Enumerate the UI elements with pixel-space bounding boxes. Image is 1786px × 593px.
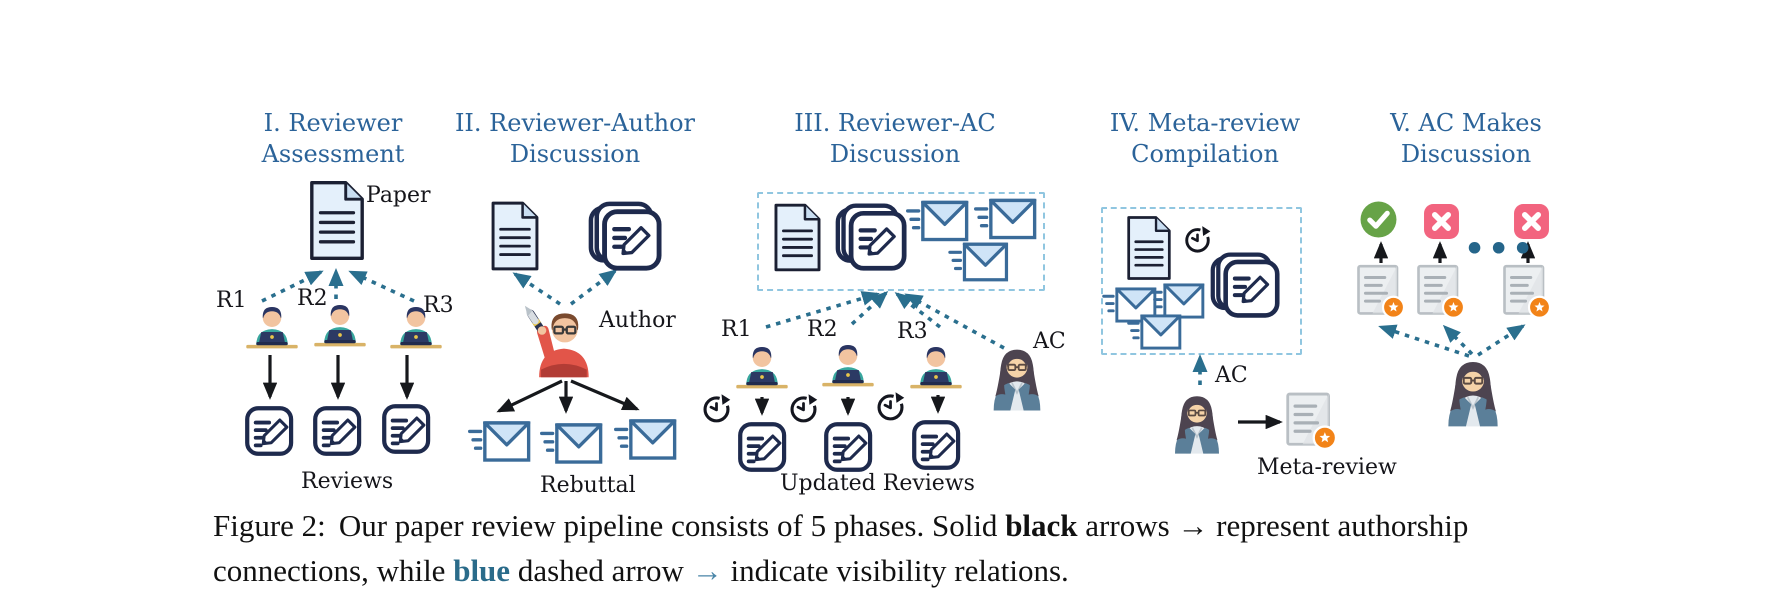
author-icon [522, 303, 602, 379]
meta-review-label: Meta-review [1257, 455, 1397, 480]
ac-icon [1164, 385, 1230, 461]
r1-label: R1 [721, 317, 752, 342]
update-clock-icon [874, 390, 907, 423]
caption-text: Our paper review pipeline consists of 5 … [338, 508, 1006, 543]
caption-line-1: Figure 2: Our paper review pipeline consi… [213, 503, 1613, 548]
caption-text: connections, while [213, 553, 454, 588]
phase2-title: II. Reviewer-Author Discussion [445, 108, 705, 170]
caption-bold-black: black [1005, 508, 1078, 543]
phase4-title: IV. Meta-review Compilation [1075, 108, 1335, 170]
phase1-title: I. Reviewer Assessment [203, 108, 463, 170]
author-label: Author [599, 308, 676, 333]
phase2-title-line1: II. Reviewer-Author [454, 109, 696, 137]
reviews-label: Reviews [301, 469, 394, 494]
caption-line-2: connections, while blue dashed arrow → i… [213, 548, 1613, 593]
mail-icon [906, 199, 970, 243]
reviewer-r1-icon [732, 339, 792, 395]
paper-icon [488, 200, 542, 272]
phase4-title-line2: Compilation [1131, 140, 1279, 169]
mail-icon [974, 197, 1038, 241]
r3-label: R3 [897, 319, 928, 344]
reviews-stack-icon [588, 199, 662, 273]
phase3-title: III. Reviewer-AC Discussion [765, 108, 1025, 170]
caption-bold-blue: blue [453, 553, 511, 588]
phase3-title-line1: III. Reviewer-AC [794, 109, 996, 137]
meta-review-icon [1355, 261, 1404, 322]
r2-label: R2 [297, 286, 328, 311]
meta-review-icon [1501, 261, 1550, 322]
caption-text: dashed arrow [510, 553, 692, 588]
reviewer-r1-icon [242, 299, 302, 355]
rebuttal-mail-icon [540, 421, 604, 466]
ellipsis: ••• [1464, 229, 1537, 268]
updated-reviews-label: Updated Reviews [780, 471, 975, 496]
reviews-stack-icon [1210, 250, 1280, 320]
phase3-visibility-box [757, 192, 1045, 291]
review-icon [380, 401, 434, 457]
reviewer-r2-icon [818, 337, 878, 393]
caption-text: represent authorship [1208, 508, 1469, 543]
ac-icon [1436, 351, 1510, 433]
reject-icon [1423, 203, 1460, 240]
updated-review-icon [822, 419, 876, 475]
ac-label: AC [1033, 329, 1066, 354]
rebuttal-mail-icon [468, 419, 532, 464]
accept-icon [1359, 200, 1398, 239]
r1-label: R1 [216, 288, 247, 313]
reviews-stack-icon [835, 201, 907, 273]
paper-icon [306, 179, 368, 262]
updated-review-icon [736, 419, 790, 475]
meta-review-icon [1284, 390, 1336, 452]
update-clock-icon [700, 392, 733, 425]
phase3-title-line2: Discussion [829, 140, 961, 169]
review-icon [243, 403, 297, 459]
reviewer-r3-icon [906, 339, 966, 395]
updated-review-icon [910, 417, 964, 473]
caption-text: indicate visibility relations. [722, 553, 1069, 588]
figure-number: Figure 2: [213, 508, 326, 543]
ac-label: AC [1215, 363, 1248, 388]
update-clock-icon [787, 392, 820, 425]
rebuttal-mail-icon [614, 417, 678, 462]
mail-icon [1127, 313, 1183, 351]
paper-icon [1124, 214, 1174, 282]
caption-text: arrows [1077, 508, 1178, 543]
blue-arrow-glyph: → [691, 553, 723, 588]
review-icon [311, 403, 365, 459]
r2-label: R2 [807, 317, 838, 342]
phase5-title-line1: V. AC Makes [1390, 109, 1542, 137]
mail-icon [948, 241, 1010, 283]
phase4-title-line1: IV. Meta-review [1109, 109, 1301, 137]
phase5-title-line2: Discussion [1400, 140, 1532, 169]
r3-label: R3 [423, 293, 454, 318]
paper-label: Paper [366, 183, 431, 208]
phase1-title-line2: Assessment [261, 140, 405, 169]
black-arrow-glyph: → [1177, 508, 1209, 543]
rebuttal-label: Rebuttal [540, 473, 636, 498]
figure-caption: Figure 2: Our paper review pipeline consi… [213, 503, 1613, 593]
phase2-title-line2: Discussion [509, 140, 641, 169]
update-clock-icon [1182, 224, 1213, 255]
phase5-title: V. AC Makes Discussion [1336, 108, 1596, 170]
phase1-title-line1: I. Reviewer [263, 109, 403, 137]
meta-review-icon [1415, 261, 1464, 322]
paper-icon [771, 202, 824, 273]
